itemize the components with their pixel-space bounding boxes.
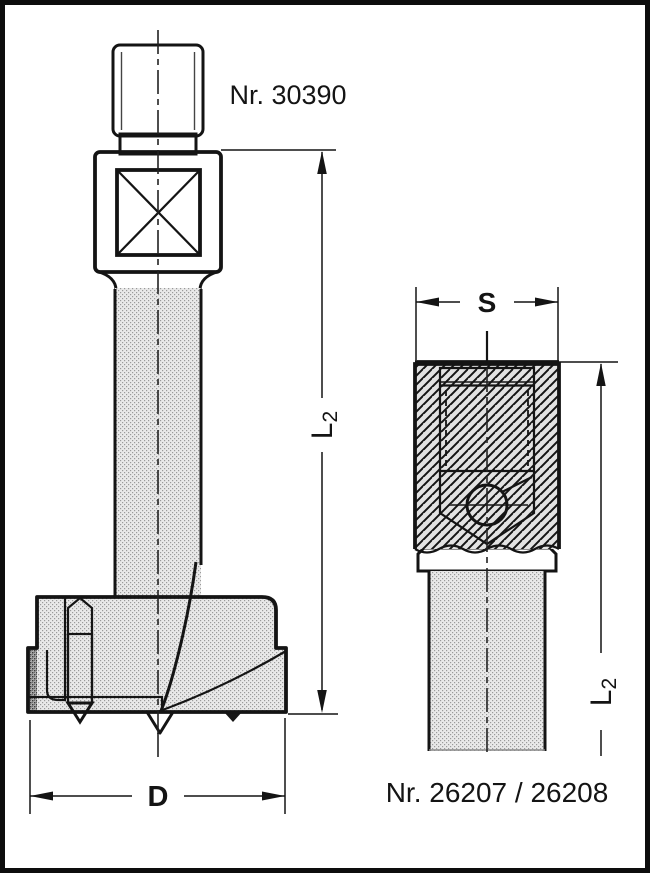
dimension-l2-right: L2 [585,363,621,756]
dim-label-s: S [478,287,497,318]
dimension-d: D [29,718,286,814]
dimension-s: S [415,287,559,361]
bore-cavity [438,366,536,546]
right-spur-tip [224,712,242,722]
right-bit-figure: S L2 Nr. 26207 / 26208 [386,287,621,808]
dim-label-d: D [148,781,169,813]
cutter-head [26,561,288,735]
part-number-right: Nr. 26207 / 26208 [386,777,609,808]
left-bit-figure: L2 D Nr. 30390 [26,30,347,814]
cutting-face-line [159,561,198,712]
dimension-l2-left: L2 [221,149,342,715]
part-number-left: Nr. 30390 [229,80,346,110]
dim-label-l2-left: L2 [306,411,342,439]
dim-label-l2-right: L2 [585,678,621,706]
